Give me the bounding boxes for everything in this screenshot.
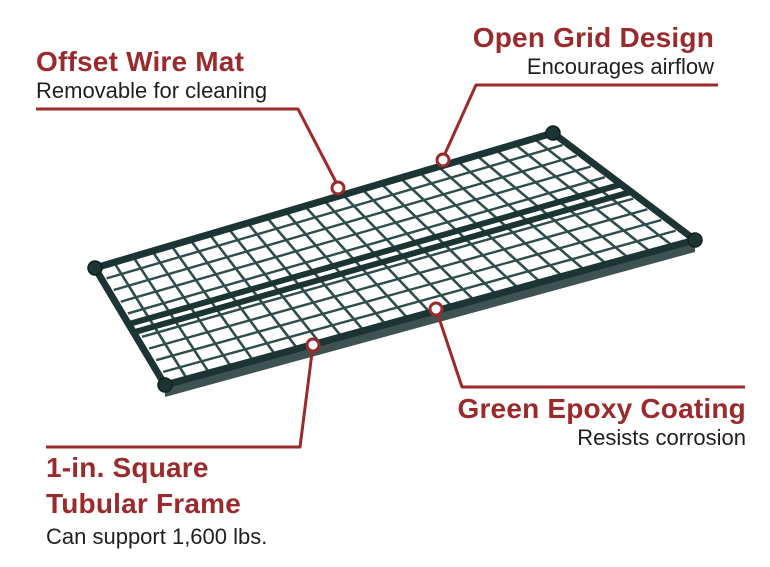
- callout-title-line2: Tubular Frame: [46, 487, 242, 519]
- shelf-long-wire: [127, 176, 606, 315]
- shelf-long-wire: [106, 143, 563, 280]
- shelf-support-bar: [132, 188, 632, 336]
- callout-subtitle: Encourages airflow: [526, 54, 714, 80]
- callout-subtitle: Resists corrosion: [577, 425, 746, 451]
- leader-green-epoxy-coating-dot: [428, 301, 444, 317]
- shelf-corner-post: [157, 377, 173, 393]
- shelf-support-bar: [127, 181, 622, 328]
- shelf-corner-post: [87, 260, 103, 276]
- leader-offset-wire-mat-line: [36, 107, 340, 187]
- shelf-drawing: [87, 125, 703, 397]
- callout-tubular-frame: 1-in. Square Tubular Frame Can support 1…: [46, 450, 267, 549]
- leader-tubular-frame-dot: [305, 337, 321, 353]
- shelf-long-wire: [141, 197, 634, 338]
- callout-subtitle: Removable for cleaning: [36, 78, 268, 104]
- callout-title-line1: 1-in. Square: [46, 452, 209, 483]
- shelf-long-wire: [162, 229, 676, 374]
- leader-open-grid-design-dot: [435, 152, 451, 168]
- callout-offset-wire-mat: Offset Wire Mat Removable for cleaning: [36, 46, 267, 103]
- shelf-corner-post: [545, 125, 561, 141]
- shelf-corner-post: [687, 232, 703, 248]
- shelf-long-wire: [120, 165, 592, 303]
- callout-title: Offset Wire Mat: [36, 46, 245, 77]
- shelf-long-wire: [113, 154, 578, 292]
- leader-tubular-frame-line: [46, 344, 315, 449]
- callout-open-grid-design: Open Grid Design Encourages airflow: [473, 22, 714, 79]
- leader-offset-wire-mat-dot: [330, 180, 346, 196]
- callout-subtitle: Can support 1,600 lbs.: [46, 523, 268, 549]
- callout-title: Green Epoxy Coating: [457, 393, 746, 424]
- callout-title: Open Grid Design: [472, 22, 714, 53]
- leader-open-grid-design-line: [441, 83, 718, 159]
- leader-green-epoxy-coating-line: [434, 308, 745, 389]
- shelf-long-wire: [148, 208, 648, 350]
- callout-leaders: [36, 83, 745, 449]
- callout-green-epoxy-coating: Green Epoxy Coating Resists corrosion: [457, 393, 746, 450]
- shelf-long-wire: [155, 218, 662, 362]
